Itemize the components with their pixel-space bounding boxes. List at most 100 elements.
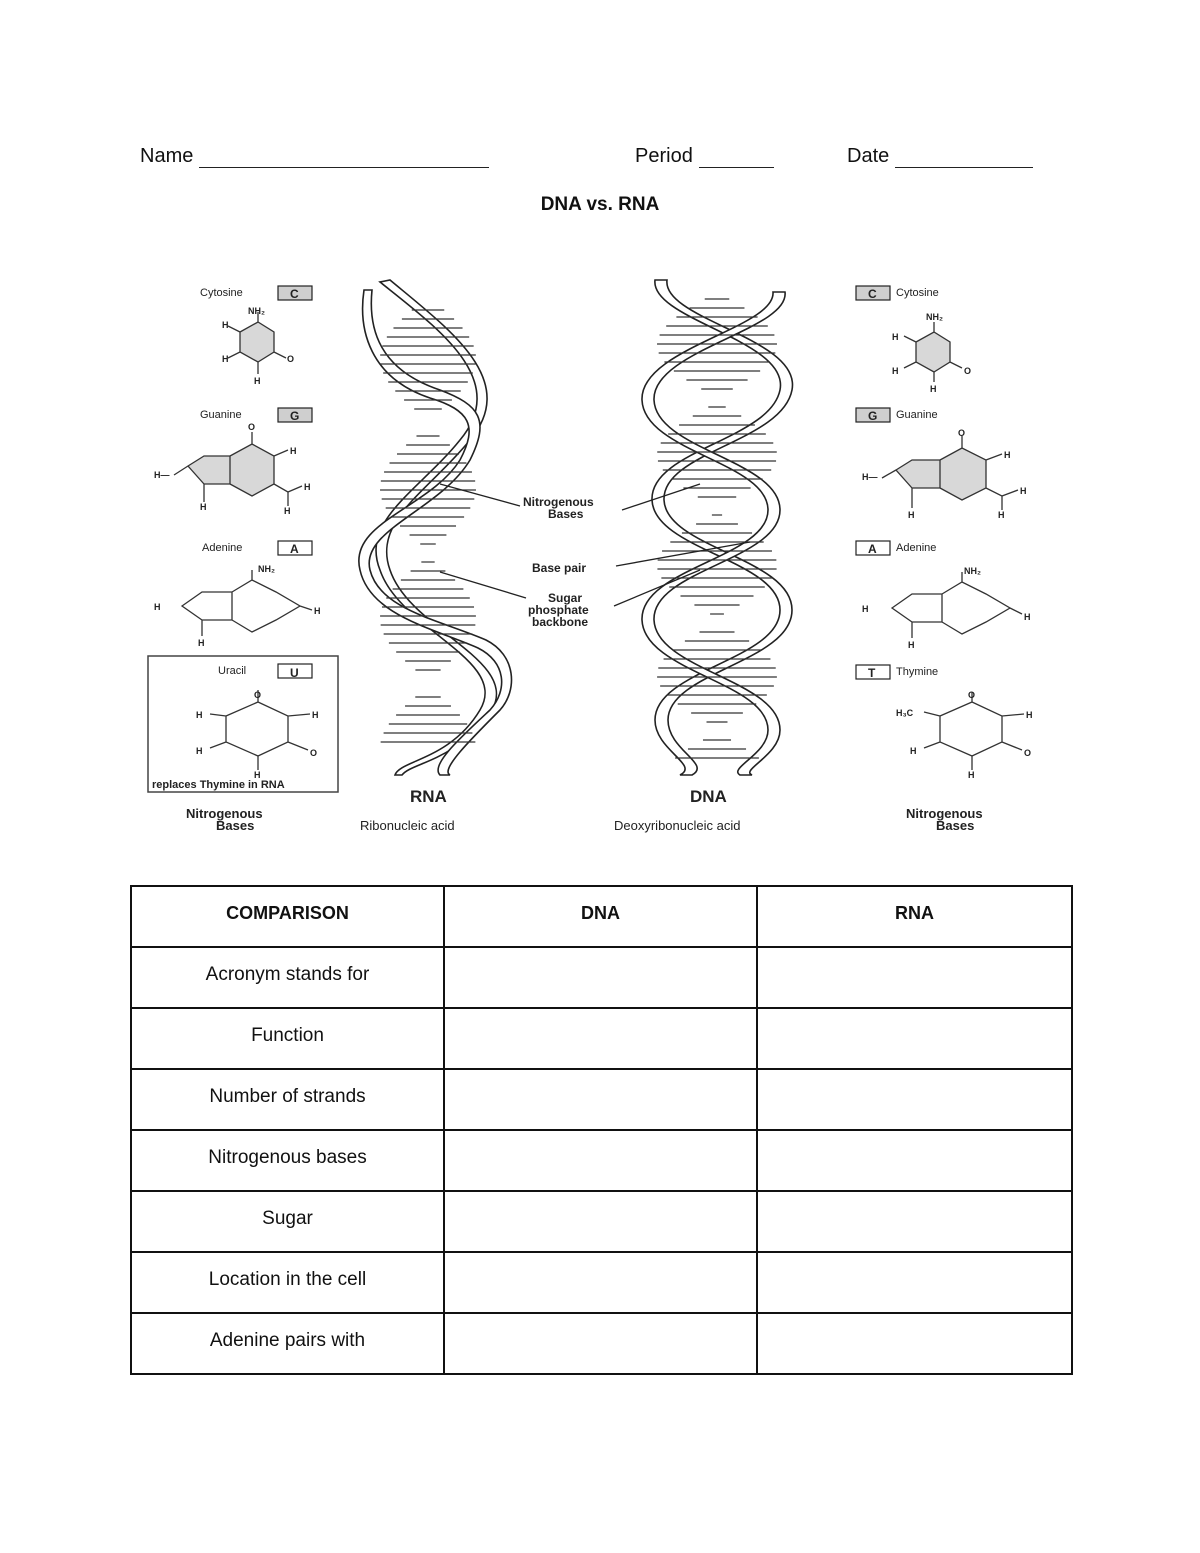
table-row: Acronym stands for: [130, 946, 1073, 1009]
svg-text:H: H: [290, 446, 297, 456]
rna-cell[interactable]: [756, 946, 1073, 1009]
period-blank[interactable]: [698, 147, 774, 168]
svg-text:H: H: [908, 510, 915, 520]
left-adenine-box: [277, 540, 313, 556]
svg-text:O: O: [968, 690, 975, 700]
callouts: Nitrogenous Bases Base pair Sugar phosph…: [439, 483, 751, 629]
right-adenine: A Adenine NH₂ H H H: [855, 540, 1031, 650]
left-guanine-letter: G: [290, 409, 299, 423]
callout-base-pair: Base pair: [532, 561, 586, 575]
svg-text:NH₂: NH₂: [248, 306, 265, 316]
left-uracil-box: [277, 663, 313, 679]
period-field[interactable]: Period: [635, 145, 774, 168]
rna-cell[interactable]: [756, 1129, 1073, 1192]
svg-text:H: H: [222, 354, 229, 364]
svg-text:H: H: [892, 332, 899, 342]
dna-cell[interactable]: [443, 1251, 758, 1314]
dna-caption: Deoxyribonucleic acid: [614, 818, 740, 833]
uracil-note: replaces Thymine in RNA: [152, 779, 285, 791]
left-cytosine-name: Cytosine: [200, 287, 243, 299]
svg-text:H: H: [154, 602, 161, 612]
svg-text:H: H: [1026, 710, 1033, 720]
svg-text:H: H: [196, 710, 203, 720]
svg-text:H: H: [930, 384, 937, 394]
left-uracil-name: Uracil: [218, 665, 246, 677]
right-thymine-box: [855, 664, 891, 680]
svg-text:H: H: [968, 770, 975, 780]
svg-text:H: H: [1020, 486, 1027, 496]
right-cytosine-name: Cytosine: [896, 287, 939, 299]
dna-helix: DNA Deoxyribonucleic acid: [614, 279, 793, 833]
dna-cell[interactable]: [443, 1190, 758, 1253]
header-comparison: COMPARISON: [130, 885, 445, 948]
right-guanine-letter: G: [868, 409, 877, 423]
dna-cell[interactable]: [443, 1129, 758, 1192]
svg-text:H: H: [908, 640, 915, 650]
header-rna: RNA: [756, 885, 1073, 948]
dna-cell[interactable]: [443, 1068, 758, 1131]
svg-text:NH₂: NH₂: [258, 564, 275, 574]
row-label: Sugar: [130, 1190, 445, 1253]
svg-text:O: O: [287, 354, 294, 364]
svg-text:NH₂: NH₂: [926, 312, 943, 322]
left-uracil: Uracil U O H O H H H replaces Thymine in…: [147, 655, 339, 793]
right-guanine: G Guanine O H H— H H H: [855, 407, 1027, 520]
left-cytosine-box: [277, 285, 313, 301]
right-cytosine-letter: C: [868, 287, 877, 301]
right-adenine-box: [855, 540, 891, 556]
left-guanine-box: [277, 407, 313, 423]
svg-text:H: H: [200, 502, 207, 512]
svg-text:H₃C: H₃C: [896, 708, 914, 718]
uracil-frame: [147, 655, 339, 793]
table-row: Number of strands: [130, 1068, 1073, 1131]
svg-text:O: O: [964, 366, 971, 376]
left-adenine-letter: A: [290, 542, 299, 556]
right-cytosine-box: [855, 285, 891, 301]
period-label: Period: [635, 145, 693, 167]
right-thymine-name: Thymine: [896, 666, 938, 678]
svg-text:H: H: [1004, 450, 1011, 460]
table-header-row: COMPARISON DNA RNA: [130, 885, 1073, 948]
row-label: Number of strands: [130, 1068, 445, 1131]
right-adenine-letter: A: [868, 542, 877, 556]
callout-backbone-1: Sugar: [548, 591, 582, 605]
date-blank[interactable]: [895, 147, 1034, 168]
right-guanine-box: [855, 407, 891, 423]
callout-backbone-3: backbone: [532, 615, 588, 629]
callout-backbone-2: phosphate: [528, 603, 589, 617]
rna-cell[interactable]: [756, 1068, 1073, 1131]
name-label: Name: [140, 145, 194, 167]
left-cytosine-letter: C: [290, 287, 299, 301]
name-field[interactable]: Name: [140, 145, 490, 168]
dna-label: DNA: [690, 787, 727, 806]
svg-text:H: H: [254, 770, 261, 780]
rna-cell[interactable]: [756, 1312, 1073, 1375]
svg-text:NH₂: NH₂: [964, 566, 981, 576]
header-dna: DNA: [443, 885, 758, 948]
comparison-table: COMPARISON DNA RNA Acronym stands for Fu…: [130, 885, 1073, 1375]
left-cytosine: Cytosine C NH₂ H H O H: [200, 285, 313, 386]
rna-cell[interactable]: [756, 1190, 1073, 1253]
dna-cell[interactable]: [443, 946, 758, 1009]
right-adenine-name: Adenine: [896, 542, 936, 554]
right-thymine: T Thymine O H O H₃C H H: [855, 664, 1033, 780]
table-row: Sugar: [130, 1190, 1073, 1253]
svg-text:H: H: [998, 510, 1005, 520]
table-row: Location in the cell: [130, 1251, 1073, 1314]
left-bases-caption-2: Bases: [216, 818, 254, 833]
right-bases-caption-1: Nitrogenous: [906, 806, 983, 821]
dna-rna-diagram: Cytosine C NH₂ H H O H Guanine G O H H— …: [147, 279, 1033, 833]
dna-cell[interactable]: [443, 1312, 758, 1375]
svg-text:H: H: [284, 506, 291, 516]
dna-cell[interactable]: [443, 1007, 758, 1070]
callout-nitrogenous-2: Bases: [548, 507, 584, 521]
rna-caption: Ribonucleic acid: [360, 818, 455, 833]
rna-cell[interactable]: [756, 1007, 1073, 1070]
rna-cell[interactable]: [756, 1251, 1073, 1314]
table-row: Nitrogenous bases: [130, 1129, 1073, 1192]
date-field[interactable]: Date: [847, 145, 1034, 168]
name-blank[interactable]: [199, 147, 490, 168]
svg-text:O: O: [958, 428, 965, 438]
row-label: Nitrogenous bases: [130, 1129, 445, 1192]
right-guanine-name: Guanine: [896, 409, 938, 421]
